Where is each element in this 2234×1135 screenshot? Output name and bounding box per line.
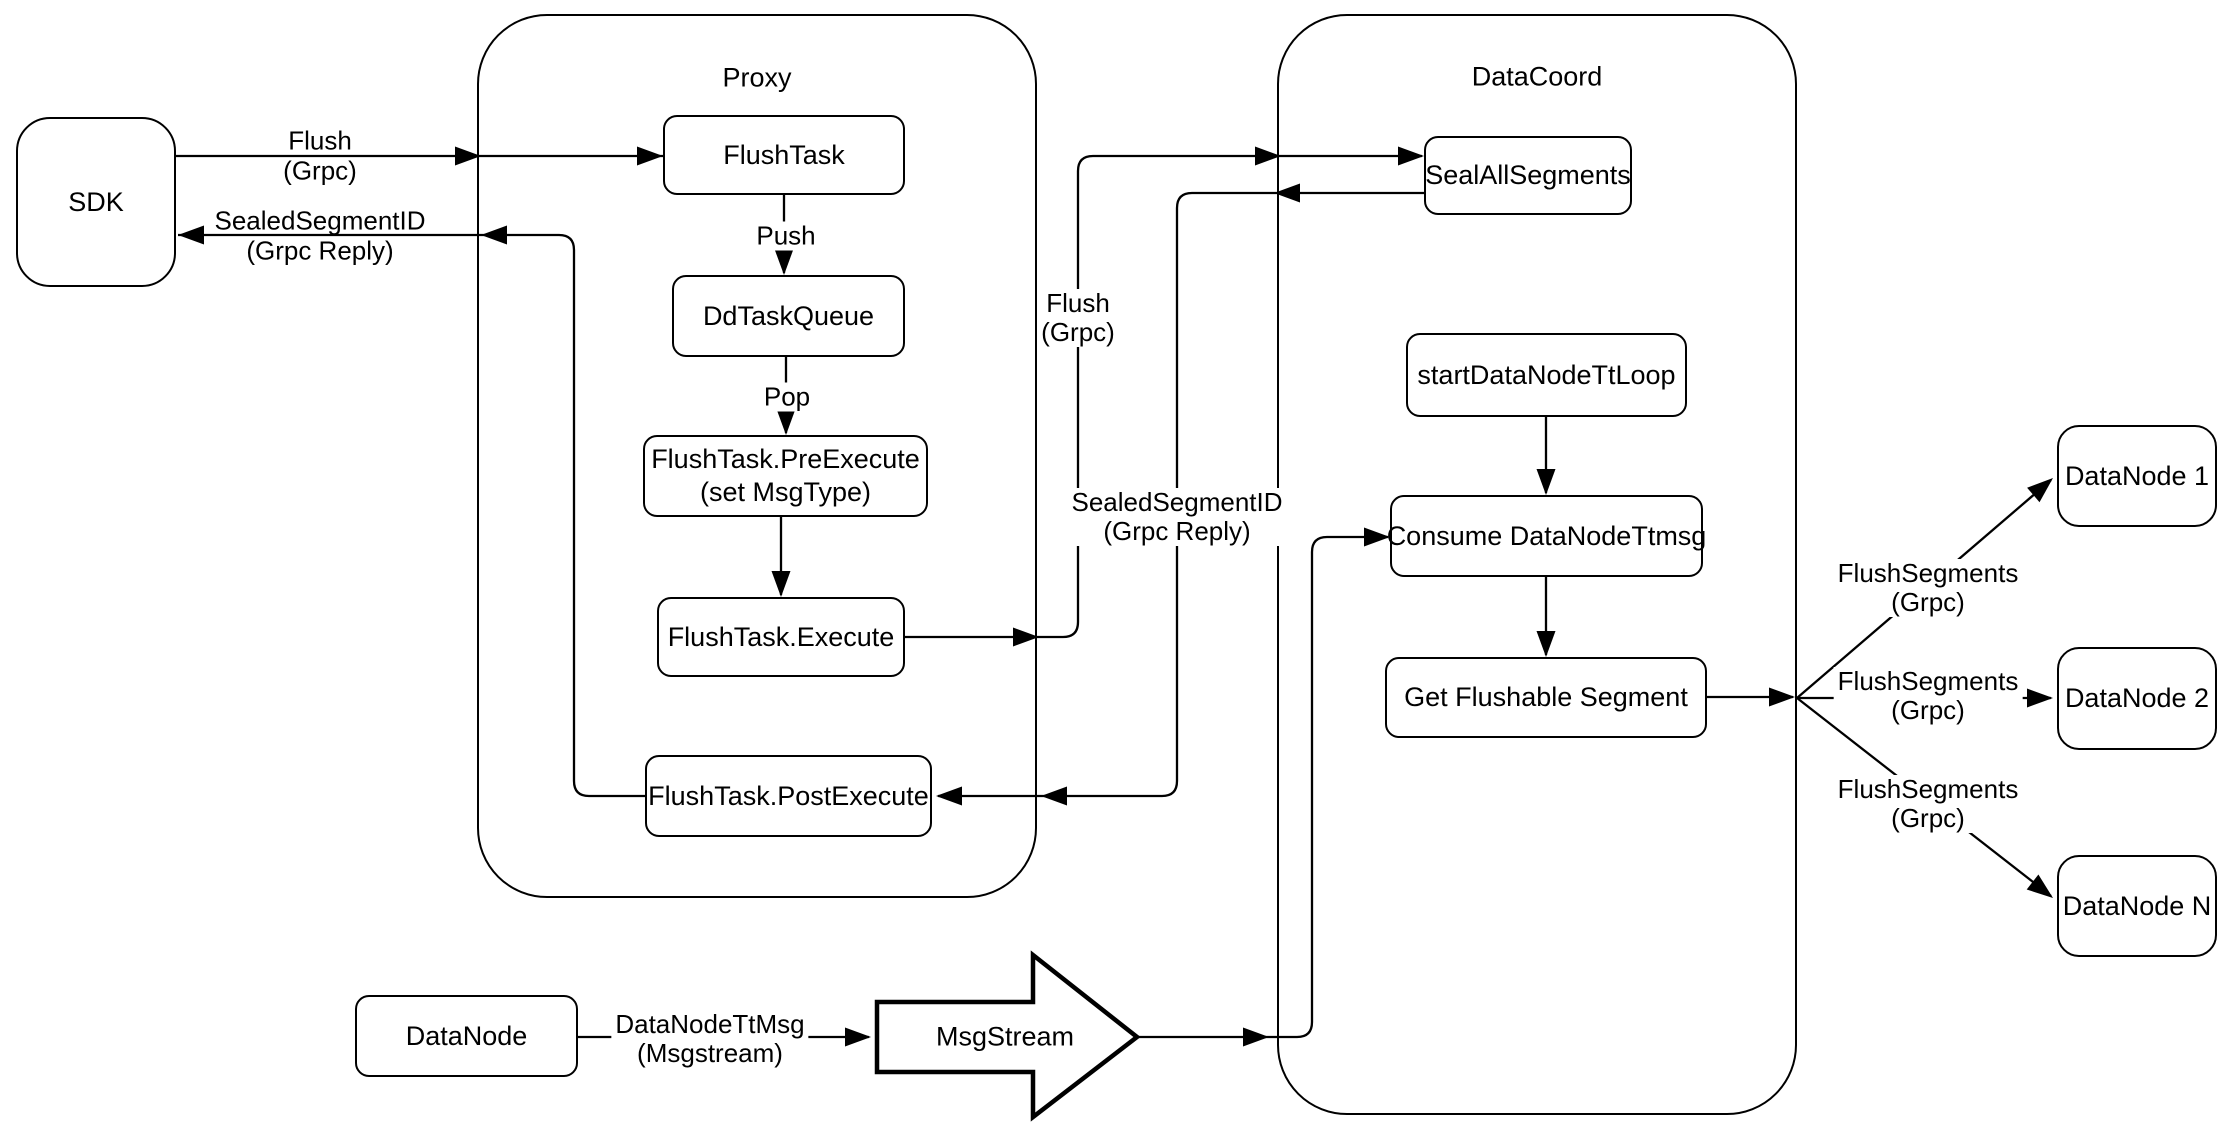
node-consume-datanodettmsg-label: Consume DataNodeTtmsg — [1386, 520, 1707, 551]
edge-label-flushsegments-2: FlushSegments (Grpc) — [1833, 666, 2023, 725]
node-sdk: SDK — [16, 117, 176, 287]
arrowhead — [637, 146, 663, 166]
node-datanode-1-label: DataNode 1 — [2064, 460, 2210, 491]
arrowhead — [936, 786, 962, 806]
arrowhead — [1536, 469, 1556, 495]
edge-label-flushsegments-1-line2: (Grpc) — [1891, 587, 1965, 617]
proxy-container-title: Proxy — [722, 62, 792, 93]
datacoord-container — [1277, 14, 1797, 1115]
arrowhead — [178, 225, 204, 245]
node-flushtask-postexecute: FlushTask.PostExecute — [645, 755, 932, 837]
arrowhead — [1013, 627, 1039, 647]
node-ddtaskqueue-label: DdTaskQueue — [702, 300, 875, 331]
node-get-flushable-segment: Get Flushable Segment — [1385, 657, 1707, 738]
node-datanode-2: DataNode 2 — [2057, 647, 2217, 750]
edge-label-coord-reply: SealedSegmentID (Grpc Reply) — [1067, 487, 1287, 546]
node-flushtask-postexecute-label: FlushTask.PostExecute — [648, 780, 929, 811]
arrowhead — [771, 571, 791, 597]
edge-label-flushsegments-2-line1: FlushSegments — [1837, 666, 2019, 696]
node-startdatanodettloop: startDataNodeTtLoop — [1406, 333, 1687, 417]
node-sealallsegments-label: SealAllSegments — [1425, 160, 1631, 191]
node-datanode-n: DataNode N — [2057, 855, 2217, 957]
edge-label-datanodettmsg-line2: (Msgstream) — [637, 1038, 783, 1068]
arrowhead — [2027, 478, 2053, 503]
arrowhead — [2026, 874, 2053, 898]
node-flushtask: FlushTask — [663, 115, 905, 195]
datacoord-container-title: DataCoord — [1471, 61, 1603, 92]
node-consume-datanodettmsg: Consume DataNodeTtmsg — [1387, 495, 1706, 577]
edge-label-sdk-reply-line2: (Grpc Reply) — [246, 235, 394, 266]
proxy-container — [477, 14, 1037, 898]
edge-label-flushsegments-2-line2: (Grpc) — [1891, 695, 1965, 725]
edge-execute-to-sealallsegments — [905, 154, 1422, 639]
edge-label-sdk-flush-line2: (Grpc) — [283, 155, 357, 186]
edge-label-coord-flush: Flush (Grpc) — [1037, 289, 1119, 347]
edge-postexecute-to-sdk — [178, 233, 645, 798]
edge-label-pop: Pop — [759, 382, 815, 412]
arrowhead — [1769, 687, 1795, 707]
arrowhead — [1041, 786, 1067, 806]
arrowhead — [845, 1027, 871, 1047]
arrowhead — [776, 409, 796, 435]
edge-label-flushsegments-3: FlushSegments (Grpc) — [1833, 774, 2023, 833]
node-flushtask-preexecute: FlushTask.PreExecute (set MsgType) — [643, 435, 928, 517]
node-datanode-source: DataNode — [355, 995, 578, 1077]
edge-label-flushsegments-3-line2: (Grpc) — [1891, 803, 1965, 833]
node-datanode-source-label: DataNode — [405, 1020, 528, 1051]
edge-label-flushsegments-1-line1: FlushSegments — [1837, 558, 2019, 588]
msgstream-label: MsgStream — [935, 1021, 1075, 1052]
msgstream-block-arrow — [874, 950, 1141, 1122]
arrowhead — [1536, 631, 1556, 657]
arrowhead — [774, 249, 794, 275]
node-datanode-2-label: DataNode 2 — [2064, 683, 2210, 714]
edge-label-datanodettmsg-line1: DataNodeTtMsg — [615, 1009, 805, 1039]
edge-label-coord-flush-line1: Flush — [1046, 288, 1110, 318]
arrowhead — [1398, 146, 1424, 166]
arrowhead — [1255, 146, 1281, 166]
edge-label-coord-reply-line1: SealedSegmentID — [1071, 487, 1283, 517]
edge-label-datanodettmsg: DataNodeTtMsg (Msgstream) — [611, 1009, 809, 1068]
edge-label-push: Push — [752, 221, 820, 251]
arrowhead — [1274, 183, 1300, 203]
edge-label-flushsegments-3-line1: FlushSegments — [1837, 774, 2019, 804]
arrowhead — [481, 225, 507, 245]
node-datanode-1: DataNode 1 — [2057, 425, 2217, 527]
node-datanode-n-label: DataNode N — [2062, 890, 2212, 921]
node-sdk-label: SDK — [68, 186, 124, 217]
edge-label-coord-reply-line2: (Grpc Reply) — [1103, 516, 1251, 546]
arrowhead — [2027, 688, 2053, 708]
edge-label-sdk-flush-line1: Flush — [288, 125, 352, 156]
node-flushtask-label: FlushTask — [723, 139, 845, 170]
node-flushtask-execute-label: FlushTask.Execute — [667, 621, 895, 652]
node-flushtask-preexecute-label-line2: (set MsgType) — [699, 477, 872, 507]
edge-label-sdk-reply-line1: SealedSegmentID — [214, 205, 426, 236]
node-startdatanodettloop-label: startDataNodeTtLoop — [1417, 359, 1676, 390]
arrowhead — [1243, 1027, 1269, 1047]
node-flushtask-preexecute-label-line1: FlushTask.PreExecute — [651, 444, 920, 475]
node-ddtaskqueue: DdTaskQueue — [672, 275, 905, 357]
edge-label-coord-flush-line2: (Grpc) — [1041, 317, 1115, 347]
edge-label-flushsegments-1: FlushSegments (Grpc) — [1833, 558, 2023, 617]
node-sealallsegments: SealAllSegments — [1424, 136, 1632, 215]
node-flushtask-execute: FlushTask.Execute — [657, 597, 905, 677]
edge-msgstream-to-consume — [1137, 535, 1388, 1039]
arrowhead — [1364, 527, 1390, 547]
node-get-flushable-segment-label: Get Flushable Segment — [1404, 682, 1688, 713]
arrowhead — [455, 146, 481, 166]
